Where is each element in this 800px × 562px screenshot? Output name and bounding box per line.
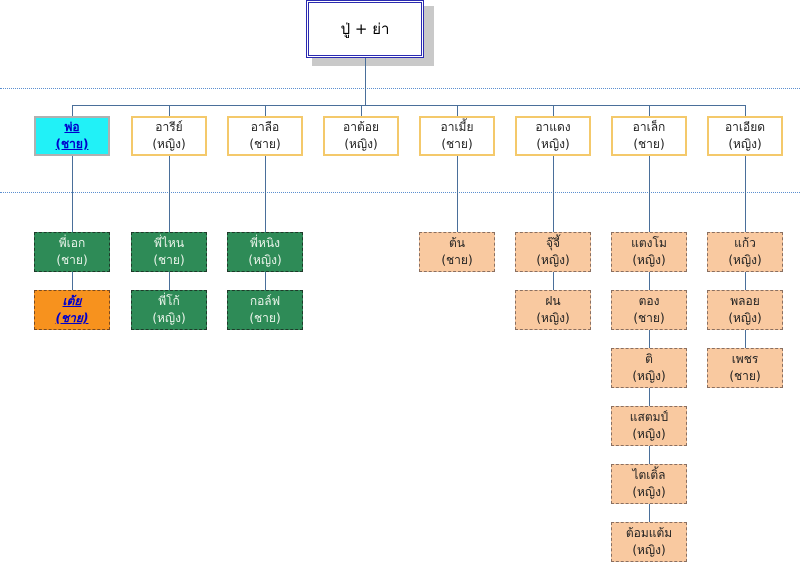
connector-sibling-bar bbox=[72, 105, 745, 106]
grandchild-node[interactable]: ไตเติ้ล (หญิง) bbox=[611, 464, 687, 504]
node-name: อารีย์ bbox=[155, 120, 183, 134]
connector-to-child bbox=[745, 105, 746, 116]
node-name: แสตมป์ bbox=[629, 410, 669, 424]
grandchild-node[interactable]: พี่เอก (ชาย) bbox=[34, 232, 110, 272]
grandchild-node[interactable]: เต้ย (ชาย) bbox=[34, 290, 110, 330]
node-gender: (ชาย) bbox=[249, 137, 281, 151]
grandchild-node[interactable]: กอล์ฟ (ชาย) bbox=[227, 290, 303, 330]
grandchild-node[interactable]: เพชร (ชาย) bbox=[707, 348, 783, 388]
node-name: พี่เอก bbox=[58, 236, 86, 250]
guide-line-bottom bbox=[0, 192, 800, 193]
child-node[interactable]: อาต้อย (หญิง) bbox=[323, 116, 399, 156]
node-gender: (หญิง) bbox=[536, 311, 570, 325]
node-gender: (ชาย) bbox=[633, 137, 665, 151]
node-name: ตอง bbox=[638, 294, 660, 308]
node-gender: (หญิง) bbox=[728, 137, 762, 151]
node-name: เพชร bbox=[731, 352, 759, 366]
grandchild-node[interactable]: แตงโม (หญิง) bbox=[611, 232, 687, 272]
root-node-label: ปู่ + ย่า bbox=[340, 20, 390, 38]
node-gender: (หญิง) bbox=[728, 311, 762, 325]
node-gender: (ชาย) bbox=[633, 311, 665, 325]
node-gender: (หญิง) bbox=[152, 311, 186, 325]
node-name: พี่โก้ bbox=[158, 294, 180, 308]
node-name: พี่หนิง bbox=[250, 236, 280, 250]
node-gender: (ชาย) bbox=[55, 311, 89, 325]
connector-root bbox=[365, 58, 366, 105]
node-gender: (ชาย) bbox=[56, 253, 88, 267]
node-name: เต้ย bbox=[62, 294, 82, 308]
node-name: อาเล็ก bbox=[632, 120, 666, 134]
grandchild-node[interactable]: พี่ไหน (ชาย) bbox=[131, 232, 207, 272]
grandchild-node[interactable]: ตอง (ชาย) bbox=[611, 290, 687, 330]
node-name: จุ๊จี้ bbox=[545, 236, 561, 250]
node-gender: (ชาย) bbox=[55, 137, 89, 151]
node-gender: (หญิง) bbox=[536, 253, 570, 267]
node-gender: (ชาย) bbox=[441, 137, 473, 151]
node-name: อาเอียด bbox=[724, 120, 766, 134]
node-gender: (ชาย) bbox=[729, 369, 761, 383]
node-name: ต้อมแต้ม bbox=[625, 526, 673, 540]
connector-to-child bbox=[72, 105, 73, 116]
node-gender: (หญิง) bbox=[632, 427, 666, 441]
node-name: อาต้อย bbox=[343, 120, 379, 134]
node-gender: (หญิง) bbox=[344, 137, 378, 151]
node-name: พี่ไหน bbox=[153, 236, 185, 250]
node-gender: (หญิง) bbox=[632, 485, 666, 499]
node-gender: (หญิง) bbox=[632, 543, 666, 557]
child-node[interactable]: พ่อ (ชาย) bbox=[34, 116, 110, 156]
node-gender: (หญิง) bbox=[728, 253, 762, 267]
node-name: พ่อ bbox=[64, 120, 80, 134]
grandchild-node[interactable]: ฝน (หญิง) bbox=[515, 290, 591, 330]
node-name: พลอย bbox=[730, 294, 760, 308]
grandchild-node[interactable]: แสตมป์ (หญิง) bbox=[611, 406, 687, 446]
child-node[interactable]: อาลือ (ชาย) bbox=[227, 116, 303, 156]
connector-descendants bbox=[649, 156, 650, 526]
grandchild-node[interactable]: จุ๊จี้ (หญิง) bbox=[515, 232, 591, 272]
grandchild-node[interactable]: แก้ว (หญิง) bbox=[707, 232, 783, 272]
node-name: กอล์ฟ bbox=[249, 294, 281, 308]
grandchild-node[interactable]: พี่หนิง (หญิง) bbox=[227, 232, 303, 272]
node-name: อาลือ bbox=[250, 120, 280, 134]
grandchild-node[interactable]: ต้อมแต้ม (หญิง) bbox=[611, 522, 687, 562]
node-name: อาแดง bbox=[535, 120, 571, 134]
node-gender: (หญิง) bbox=[632, 253, 666, 267]
node-name: ติ bbox=[645, 352, 653, 366]
connector-descendants bbox=[457, 156, 458, 236]
node-gender: (หญิง) bbox=[632, 369, 666, 383]
node-gender: (ชาย) bbox=[153, 253, 185, 267]
node-gender: (หญิง) bbox=[536, 137, 570, 151]
connector-to-child bbox=[457, 105, 458, 116]
child-node[interactable]: อาเอียด (หญิง) bbox=[707, 116, 783, 156]
node-gender: (หญิง) bbox=[248, 253, 282, 267]
guide-line-top bbox=[0, 88, 800, 89]
child-node[interactable]: อาแดง (หญิง) bbox=[515, 116, 591, 156]
child-node[interactable]: อาเมี้ย (ชาย) bbox=[419, 116, 495, 156]
node-gender: (หญิง) bbox=[152, 137, 186, 151]
connector-descendants bbox=[72, 156, 73, 294]
child-node[interactable]: อาเล็ก (ชาย) bbox=[611, 116, 687, 156]
node-name: ฝน bbox=[545, 294, 561, 308]
node-gender: (ชาย) bbox=[441, 253, 473, 267]
connector-to-child bbox=[553, 105, 554, 116]
connector-to-child bbox=[361, 105, 362, 116]
node-gender: (ชาย) bbox=[249, 311, 281, 325]
grandchild-node[interactable]: พลอย (หญิง) bbox=[707, 290, 783, 330]
grandchild-node[interactable]: ต้น (ชาย) bbox=[419, 232, 495, 272]
connector-descendants bbox=[553, 156, 554, 294]
connector-to-child bbox=[649, 105, 650, 116]
connector-to-child bbox=[265, 105, 266, 116]
node-name: แก้ว bbox=[734, 236, 756, 250]
node-name: แตงโม bbox=[631, 236, 667, 250]
node-name: ต้น bbox=[449, 236, 465, 250]
connector-descendants bbox=[265, 156, 266, 294]
node-name: อาเมี้ย bbox=[440, 120, 474, 134]
connector-to-child bbox=[169, 105, 170, 116]
grandchild-node[interactable]: ติ (หญิง) bbox=[611, 348, 687, 388]
grandchild-node[interactable]: พี่โก้ (หญิง) bbox=[131, 290, 207, 330]
child-node[interactable]: อารีย์ (หญิง) bbox=[131, 116, 207, 156]
root-node-grandparents[interactable]: ปู่ + ย่า bbox=[306, 0, 424, 58]
node-name: ไตเติ้ล bbox=[632, 468, 666, 482]
connector-descendants bbox=[169, 156, 170, 294]
